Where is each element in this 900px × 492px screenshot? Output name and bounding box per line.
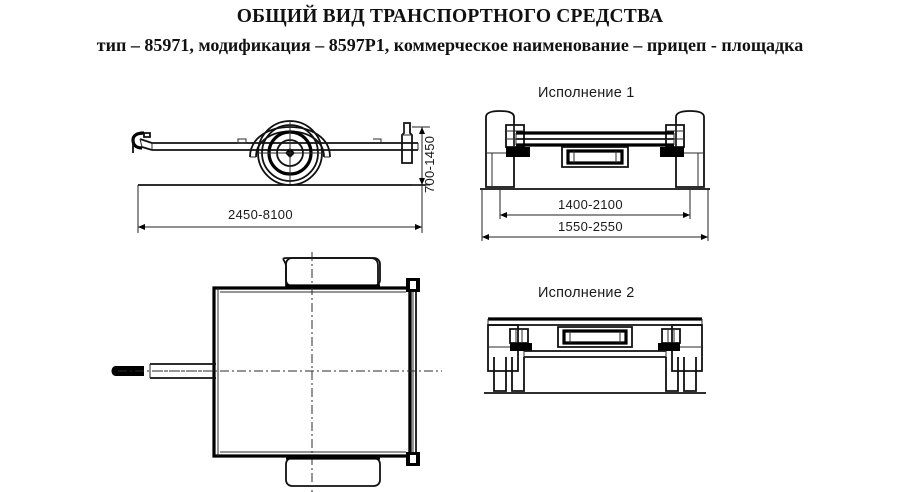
- top-wheel: [282, 257, 381, 287]
- bottom-wheel: [285, 457, 381, 487]
- left-hub-block: [509, 328, 532, 351]
- right-hub-block: [660, 124, 685, 157]
- width-dimension-label: 1550-2550: [558, 219, 623, 234]
- rear-edge-bar: [406, 278, 420, 466]
- centre-housing: [561, 146, 629, 168]
- rear-view-execution-2: Исполнение 2: [480, 285, 710, 410]
- plan-view: [110, 252, 450, 492]
- plan-view-svg: [111, 252, 442, 492]
- drawbar: [111, 363, 216, 379]
- execution-2-caption: Исполнение 2: [538, 285, 635, 301]
- page-subtitle: тип – 85971, модификация – 8597Р1, комме…: [96, 35, 804, 55]
- page-title: ОБЩИЙ ВИД ТРАНСПОРТНОГО СРЕДСТВА: [236, 6, 664, 27]
- support-legs: [493, 357, 697, 392]
- track-dimension: [499, 189, 691, 219]
- cross-member: [523, 350, 667, 358]
- rear-view-1-svg: [480, 110, 710, 241]
- right-hub-block: [658, 328, 681, 351]
- side-view-length-label: 2450-8100: [228, 207, 293, 222]
- deck-plate: [487, 317, 703, 326]
- rear-view-execution-1: Исполнение 1: [480, 85, 710, 245]
- title-block: ОБЩИЙ ВИД ТРАНСПОРТНОГО СРЕДСТВА тип – 8…: [0, 0, 900, 57]
- chassis-frame: [151, 138, 419, 151]
- hitch-coupler: [131, 131, 151, 153]
- wheel: [257, 120, 323, 186]
- height-dimension: [412, 126, 430, 186]
- side-view-svg: [131, 120, 430, 233]
- centre-housing: [557, 326, 633, 348]
- length-dimension: [137, 185, 423, 233]
- side-view: 2450-8100 700-1450: [130, 95, 450, 245]
- drawbar: [139, 138, 153, 151]
- rear-view-2-svg: [484, 317, 706, 394]
- width-dimension: [481, 189, 709, 241]
- left-hub-block: [505, 124, 530, 157]
- side-view-height-label: 700-1450: [422, 135, 437, 193]
- rear-post: [401, 122, 413, 164]
- track-dimension-label: 1400-2100: [558, 197, 623, 212]
- axle-beam: [515, 131, 675, 147]
- execution-1-caption: Исполнение 1: [538, 85, 635, 101]
